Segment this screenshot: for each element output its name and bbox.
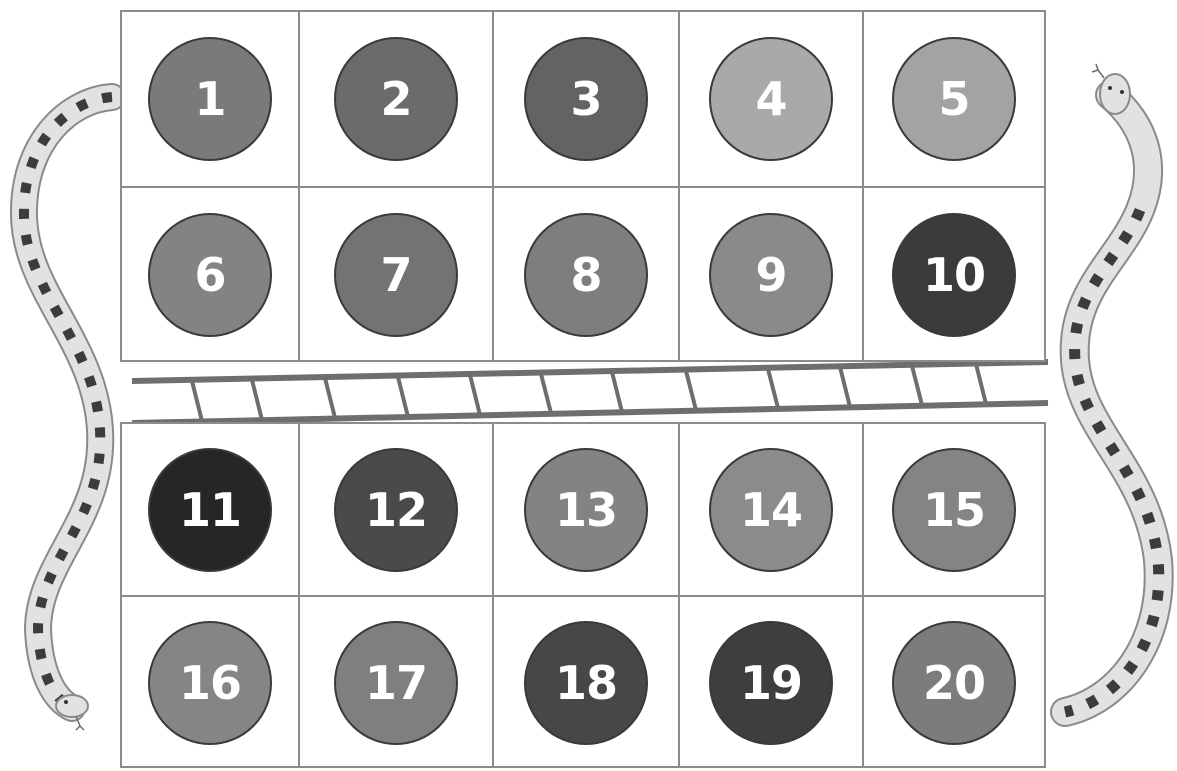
number-token[interactable]: 20 xyxy=(892,621,1016,745)
board-cell[interactable]: 13 xyxy=(492,424,678,595)
number-token[interactable]: 15 xyxy=(892,448,1016,572)
board-row-1: 1 2 3 4 5 xyxy=(122,12,1044,186)
board-cell[interactable]: 18 xyxy=(492,597,678,768)
board-row-2: 6 7 8 9 10 xyxy=(122,186,1044,362)
left-snake-eye xyxy=(64,700,68,704)
number-token[interactable]: 10 xyxy=(892,213,1016,337)
ladder-rung xyxy=(976,364,986,404)
ladder-rung xyxy=(398,377,408,417)
number-token[interactable]: 11 xyxy=(148,448,272,572)
number-token[interactable]: 8 xyxy=(524,213,648,337)
number-token[interactable]: 2 xyxy=(334,37,458,161)
board-cell[interactable]: 3 xyxy=(492,12,678,186)
ladder-rung xyxy=(686,371,696,410)
board-cell[interactable]: 19 xyxy=(678,597,862,768)
ladder-rung xyxy=(912,366,922,405)
board-row-4: 16 17 18 19 20 xyxy=(122,595,1044,768)
board-cell[interactable]: 9 xyxy=(678,188,862,362)
number-token[interactable]: 17 xyxy=(334,621,458,745)
board-cell[interactable]: 14 xyxy=(678,424,862,595)
number-token[interactable]: 18 xyxy=(524,621,648,745)
number-token[interactable]: 5 xyxy=(892,37,1016,161)
board-row-3: 11 12 13 14 15 xyxy=(122,424,1044,595)
number-token[interactable]: 4 xyxy=(709,37,833,161)
ladder-rail-bottom xyxy=(132,403,1048,423)
left-snake xyxy=(24,97,112,730)
board-cell[interactable]: 6 xyxy=(122,188,298,362)
board-cell[interactable]: 20 xyxy=(862,597,1044,768)
ladder-rail-top xyxy=(132,362,1048,381)
board-cell[interactable]: 1 xyxy=(122,12,298,186)
number-token[interactable]: 16 xyxy=(148,621,272,745)
number-token[interactable]: 14 xyxy=(709,448,833,572)
right-snake-head xyxy=(1100,74,1130,114)
board-cell[interactable]: 15 xyxy=(862,424,1044,595)
ladder-rung xyxy=(325,378,335,418)
number-token[interactable]: 3 xyxy=(524,37,648,161)
board-cell[interactable]: 10 xyxy=(862,188,1044,362)
ladder-rung xyxy=(768,369,778,408)
number-token[interactable]: 6 xyxy=(148,213,272,337)
board-cell[interactable]: 12 xyxy=(298,424,492,595)
number-token[interactable]: 12 xyxy=(334,448,458,572)
right-snake-tongue xyxy=(1092,64,1104,78)
board-cell[interactable]: 5 xyxy=(862,12,1044,186)
number-token[interactable]: 7 xyxy=(334,213,458,337)
number-token[interactable]: 19 xyxy=(709,621,833,745)
ladder-rung xyxy=(840,367,850,407)
board-cell[interactable]: 4 xyxy=(678,12,862,186)
ladder-rung xyxy=(192,381,202,421)
number-token[interactable]: 13 xyxy=(524,448,648,572)
board-cell[interactable]: 7 xyxy=(298,188,492,362)
board-cell[interactable]: 8 xyxy=(492,188,678,362)
right-snake-eye xyxy=(1120,90,1124,94)
board-bottom-grid: 11 12 13 14 15 16 17 18 19 20 xyxy=(120,422,1046,768)
number-token[interactable]: 1 xyxy=(148,37,272,161)
board-cell[interactable]: 2 xyxy=(298,12,492,186)
board-cell[interactable]: 16 xyxy=(122,597,298,768)
number-token[interactable]: 9 xyxy=(709,213,833,337)
ladder-rung xyxy=(470,375,480,415)
right-snake-skin xyxy=(1065,95,1159,712)
right-snake xyxy=(1065,64,1159,712)
ladder-rung xyxy=(541,374,551,413)
right-snake-eye xyxy=(1108,86,1112,90)
ladder xyxy=(132,362,1048,423)
board-cell[interactable]: 17 xyxy=(298,597,492,768)
board-cell[interactable]: 11 xyxy=(122,424,298,595)
left-snake-head xyxy=(56,695,88,717)
ladder-rung xyxy=(612,372,622,412)
ladder-rung xyxy=(252,380,262,420)
board-top-grid: 1 2 3 4 5 6 7 8 9 10 xyxy=(120,10,1046,362)
